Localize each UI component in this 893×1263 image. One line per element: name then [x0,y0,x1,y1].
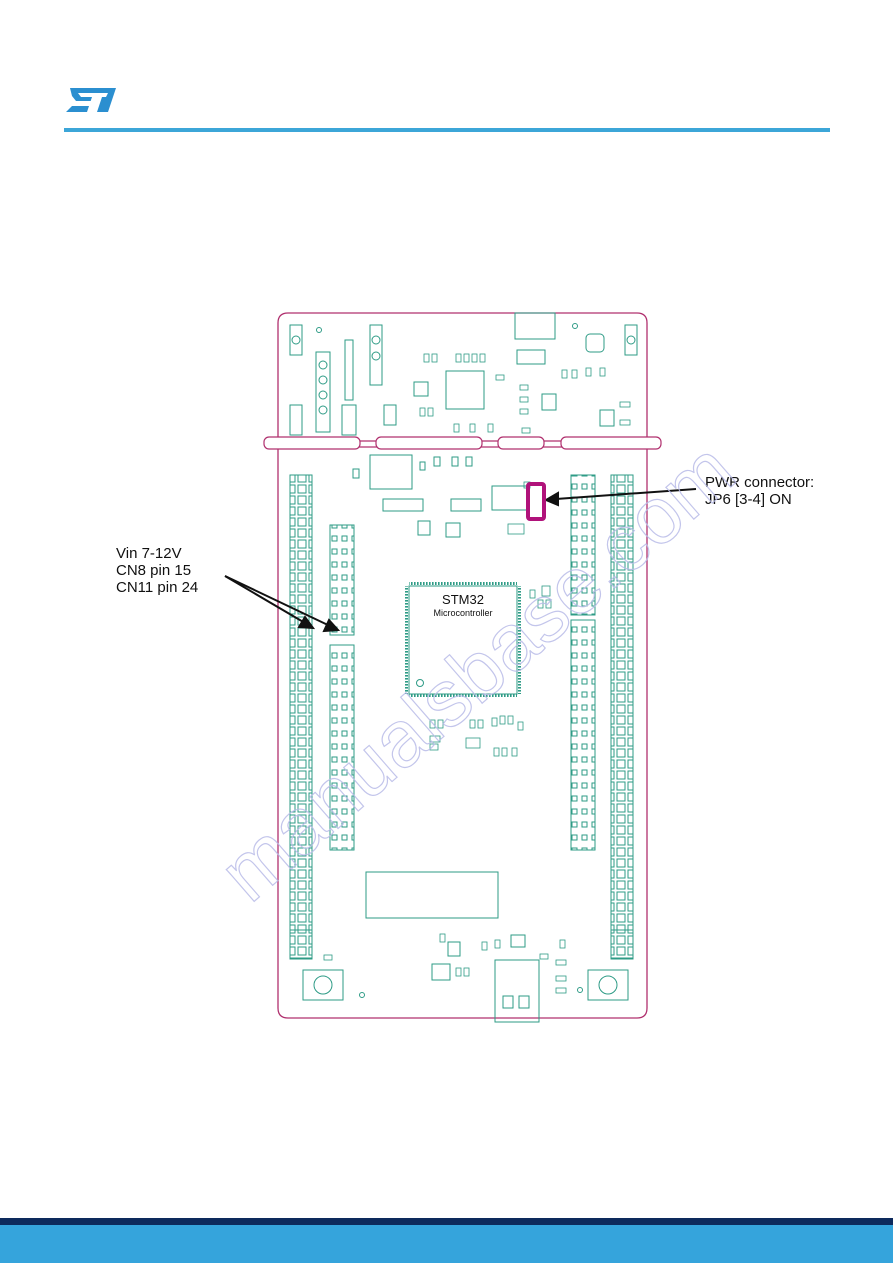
mcu-package [405,582,521,697]
board-snap-tabs [263,436,662,450]
mcu-label: STM32 Microcontroller [409,592,517,619]
board-label-area [365,871,499,919]
vin-callout-line2: CN8 pin 15 [116,562,192,579]
connector-cn7 [329,644,355,851]
pwr-arrow [543,488,697,507]
connector-cn8 [329,524,355,636]
connector-cn10 [570,619,596,851]
connector-cn12 [610,474,634,960]
stlink-passives [419,353,631,434]
mcu-subtitle: Microcontroller [433,608,493,618]
bottom-section [289,929,634,1023]
header-rule [64,128,830,132]
stlink-section [289,312,638,436]
st-logo-icon [66,88,116,112]
pwr-callout: PWR connector: JP6 [3-4] ON [705,474,814,508]
mcu-name: STM32 [442,592,484,607]
pwr-callout-line2: JP6 [3-4] ON [705,491,792,508]
bottom-passives [323,933,567,994]
vin-arrows [224,575,341,633]
vin-callout-line1: Vin 7-12V [116,545,182,562]
footer-band [0,1225,893,1263]
vin-callout: Vin 7-12V CN8 pin 15 CN11 pin 24 [116,545,198,596]
connector-cn11 [289,474,313,960]
vin-callout-line3: CN11 pin 24 [116,579,199,596]
power-section [352,454,529,538]
footer-rule [0,1218,893,1225]
pwr-callout-line1: PWR connector: [705,474,815,491]
jp6-highlight [526,482,546,521]
mcu-passives [429,481,552,757]
